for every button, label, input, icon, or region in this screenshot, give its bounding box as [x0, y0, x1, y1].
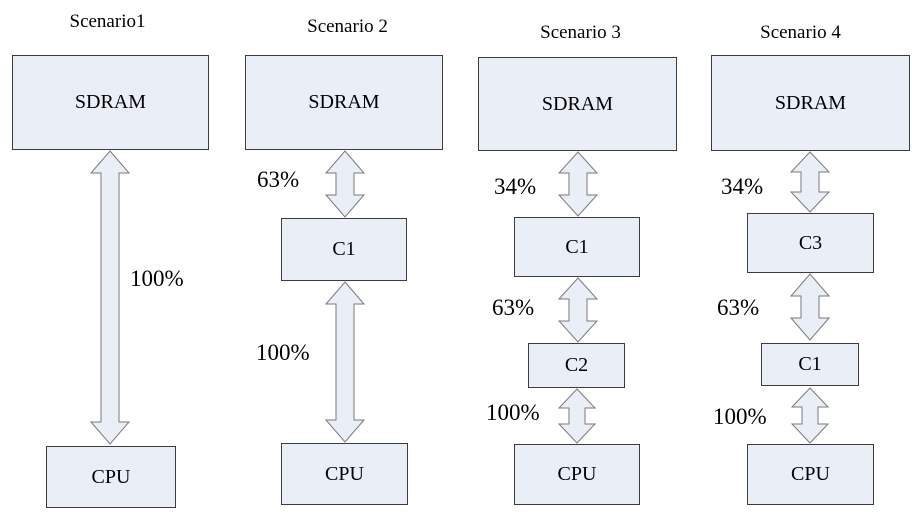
scenario-2-cpu-box: CPU: [281, 443, 408, 505]
scenario-3-traffic-percentage: 63%: [492, 295, 535, 320]
double-arrow-icon: [558, 277, 598, 343]
scenario-2-c1-box: C1: [281, 218, 407, 281]
sdram-label: SDRAM: [74, 91, 147, 113]
double-arrow-icon: [790, 387, 830, 444]
cpu-label: CPU: [791, 463, 830, 485]
scenario-1-cpu-box: CPU: [46, 446, 176, 508]
scenario-3-c2-box: C2: [528, 343, 625, 388]
cache-label: C1: [565, 235, 589, 258]
double-arrow-icon: [790, 273, 830, 341]
double-arrow-icon: [325, 150, 365, 218]
cache-label: C1: [332, 238, 356, 260]
scenario-4-sdram-box: SDRAM: [711, 55, 910, 151]
scenario-4-title: Scenario 4: [760, 22, 841, 43]
cpu-label: CPU: [91, 465, 131, 488]
scenario-4-traffic-percentage: 100%: [713, 404, 767, 429]
scenario-3-traffic-percentage: 34%: [494, 174, 537, 199]
scenario-1-traffic-percentage: 100%: [130, 266, 184, 291]
scenario-3-title: Scenario 3: [540, 22, 621, 43]
scenario-1-title: Scenario1: [69, 11, 146, 32]
scenario-3-traffic-percentage: 100%: [486, 400, 540, 425]
scenario-2-traffic-percentage: 63%: [257, 167, 300, 192]
scenario-3-c1-box: C1: [514, 217, 640, 277]
sdram-label: SDRAM: [774, 91, 847, 114]
scenario-2-sdram-box: SDRAM: [245, 55, 443, 150]
scenario-4-c1-box: C1: [761, 343, 859, 386]
scenario-3-cpu-box: CPU: [514, 444, 640, 505]
cache-label: C3: [798, 231, 823, 254]
double-arrow-icon: [325, 281, 365, 443]
scenario-4-cpu-box: CPU: [747, 444, 874, 505]
scenario-1-sdram-box: SDRAM: [12, 55, 209, 150]
cache-label: C2: [564, 354, 589, 376]
cpu-label: CPU: [557, 463, 597, 485]
scenario-2-traffic-percentage: 100%: [256, 340, 310, 365]
double-arrow-icon: [557, 388, 597, 444]
scenario-4-c3-box: C3: [747, 213, 874, 273]
double-arrow-icon: [90, 150, 130, 445]
scenario-2-title: Scenario 2: [307, 16, 388, 37]
double-arrow-icon: [558, 151, 598, 217]
sdram-label: SDRAM: [308, 91, 380, 113]
cpu-label: CPU: [325, 462, 364, 485]
scenario-4-traffic-percentage: 63%: [717, 295, 760, 320]
sdram-label: SDRAM: [541, 92, 614, 115]
cache-label: C1: [798, 353, 822, 375]
scenario-4-traffic-percentage: 34%: [721, 174, 764, 199]
double-arrow-icon: [790, 151, 830, 213]
scenario-3-sdram-box: SDRAM: [478, 57, 677, 151]
